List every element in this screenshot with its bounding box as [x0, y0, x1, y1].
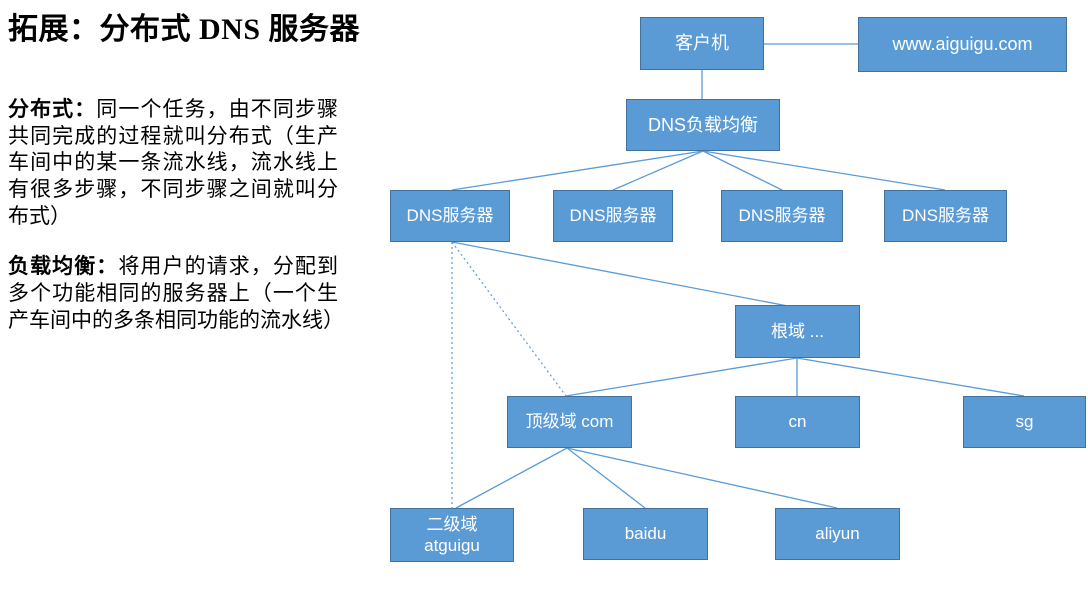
- node-dns-server-4: DNS服务器: [884, 190, 1007, 242]
- connector-root-com: [565, 357, 798, 397]
- page-title: 拓展：分布式 DNS 服务器: [8, 13, 361, 46]
- node-dns-server-1-label: DNS服务器: [406, 206, 494, 226]
- node-dns-server-2: DNS服务器: [553, 190, 673, 242]
- node-website: www.aiguigu.com: [858, 17, 1067, 72]
- node-client-label: 客户机: [675, 33, 729, 54]
- paragraph-distributed: 分布式：同一个任务，由不同步骤共同完成的过程就叫分布式（生产车间中的某一条流水线…: [8, 96, 338, 229]
- connector-com-atguigu: [455, 447, 568, 509]
- node-dns-server-3: DNS服务器: [721, 190, 843, 242]
- paragraph-load-balance: 负载均衡：将用户的请求，分配到多个功能相同的服务器上（一个生产车间中的多条相同功…: [8, 253, 344, 333]
- node-client: 客户机: [640, 17, 764, 70]
- node-tld-com: 顶级域 com: [507, 396, 632, 448]
- node-tld-cn-label: cn: [788, 412, 807, 432]
- connector-lb-dns3: [702, 150, 783, 191]
- side-notes: 分布式：同一个任务，由不同步骤共同完成的过程就叫分布式（生产车间中的某一条流水线…: [8, 96, 344, 357]
- node-dns-server-2-label: DNS服务器: [569, 206, 657, 226]
- node-tld-com-label: 顶级域 com: [525, 412, 614, 432]
- node-dns-server-1: DNS服务器: [390, 190, 510, 242]
- node-root-domain-label: 根域 ...: [771, 321, 824, 341]
- paragraph-load-balance-body: 将用户的请求，分配到多个功能相同的服务器上（一个生产车间中的多条相同功能的流水线…: [8, 254, 344, 332]
- node-dns-lb-label: DNS负载均衡: [647, 114, 758, 135]
- connector-lb-dns4: [702, 150, 946, 191]
- node-sld-atguigu-label-line1: 二级域: [426, 514, 478, 534]
- node-dns-server-4-label: DNS服务器: [902, 206, 989, 226]
- node-tld-sg: sg: [963, 396, 1086, 448]
- node-website-label: www.aiguigu.com: [892, 34, 1033, 55]
- node-sld-atguigu: 二级域 atguigu: [390, 508, 514, 562]
- connector-lb-dns1: [451, 150, 704, 191]
- paragraph-distributed-lead: 分布式：: [8, 97, 97, 121]
- node-aliyun-label: aliyun: [815, 524, 860, 544]
- node-dns-server-3-label: DNS服务器: [738, 206, 826, 226]
- node-baidu-label: baidu: [624, 524, 667, 544]
- paragraph-load-balance-lead: 负载均衡：: [8, 254, 119, 279]
- connector-com-baidu: [566, 447, 646, 509]
- connector-com-aliyun: [566, 447, 838, 509]
- node-tld-cn: cn: [735, 396, 860, 448]
- connector-root-sg: [796, 357, 1025, 397]
- node-tld-sg-label: sg: [1015, 412, 1034, 432]
- node-root-domain: 根域 ...: [735, 305, 860, 358]
- node-baidu: baidu: [583, 508, 708, 560]
- connector-dns1-root: [451, 241, 789, 307]
- node-aliyun: aliyun: [775, 508, 900, 560]
- node-sld-atguigu-label-line2: atguigu: [424, 536, 480, 555]
- connector-dns1-com: [451, 241, 567, 397]
- paragraph-distributed-body: 同一个任务，由不同步骤共同完成的过程就叫分布式（生产车间中的某一条流水线，流水线…: [8, 97, 339, 228]
- connector-lb-dns2: [612, 150, 704, 191]
- node-dns-lb: DNS负载均衡: [626, 99, 780, 151]
